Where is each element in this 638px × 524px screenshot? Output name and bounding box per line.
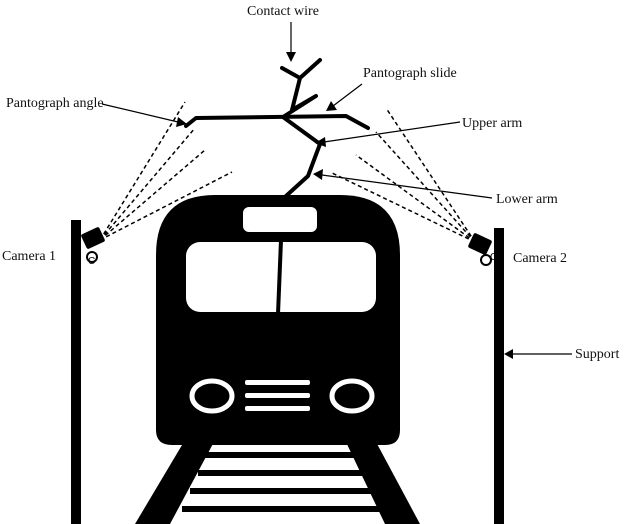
- label-camera-1: Camera 1: [2, 249, 56, 264]
- svg-text:C: C: [88, 256, 95, 267]
- label-pantograph-angle: Pantograph angle: [6, 96, 104, 111]
- railway-track: [135, 440, 420, 524]
- pantograph: [184, 58, 370, 198]
- upper-arm-line: [281, 76, 322, 146]
- camera-2-icon: C: [468, 233, 497, 266]
- grille-bar: [245, 380, 310, 385]
- arrow-upper-arm: [315, 121, 461, 147]
- sleeper: [205, 452, 355, 458]
- sleeper: [198, 470, 363, 476]
- arrow-pantograph-slide: [326, 83, 363, 111]
- sleeper: [182, 506, 380, 512]
- destination-sign: [243, 207, 317, 232]
- headlight-left: [189, 378, 235, 414]
- left-support: C: [71, 101, 233, 524]
- right-rail: [345, 440, 420, 524]
- windshield-divider: [276, 239, 283, 315]
- camera-1-icon: C: [81, 227, 105, 267]
- contact-wire-line: [280, 58, 322, 80]
- right-pole: [494, 228, 504, 524]
- grille-bar: [245, 393, 310, 398]
- annotation-arrows: [101, 22, 572, 359]
- label-contact-wire: Contact wire: [247, 4, 319, 19]
- train: [156, 195, 400, 445]
- sleeper: [190, 488, 372, 494]
- label-camera-2: Camera 2: [513, 251, 567, 266]
- left-rail: [135, 440, 215, 524]
- arrow-pantograph-angle: [101, 103, 187, 127]
- svg-text:C: C: [490, 252, 497, 263]
- camera-1-view-lines: [99, 101, 233, 241]
- grille-bar: [245, 406, 310, 411]
- label-upper-arm: Upper arm: [462, 116, 522, 131]
- headlight-right: [329, 378, 375, 414]
- label-lower-arm: Lower arm: [496, 192, 558, 207]
- arrow-contact-wire: [286, 22, 296, 62]
- right-support: C: [329, 107, 504, 524]
- labels: Contact wire Pantograph slide Pantograph…: [2, 4, 619, 362]
- label-support: Support: [575, 347, 619, 362]
- lower-arm-line: [284, 142, 322, 198]
- arrow-lower-arm: [313, 169, 493, 199]
- label-pantograph-slide: Pantograph slide: [363, 66, 457, 81]
- arrow-support: [504, 349, 572, 359]
- left-pole: [71, 220, 81, 524]
- pantograph-slide-bar: [184, 114, 370, 130]
